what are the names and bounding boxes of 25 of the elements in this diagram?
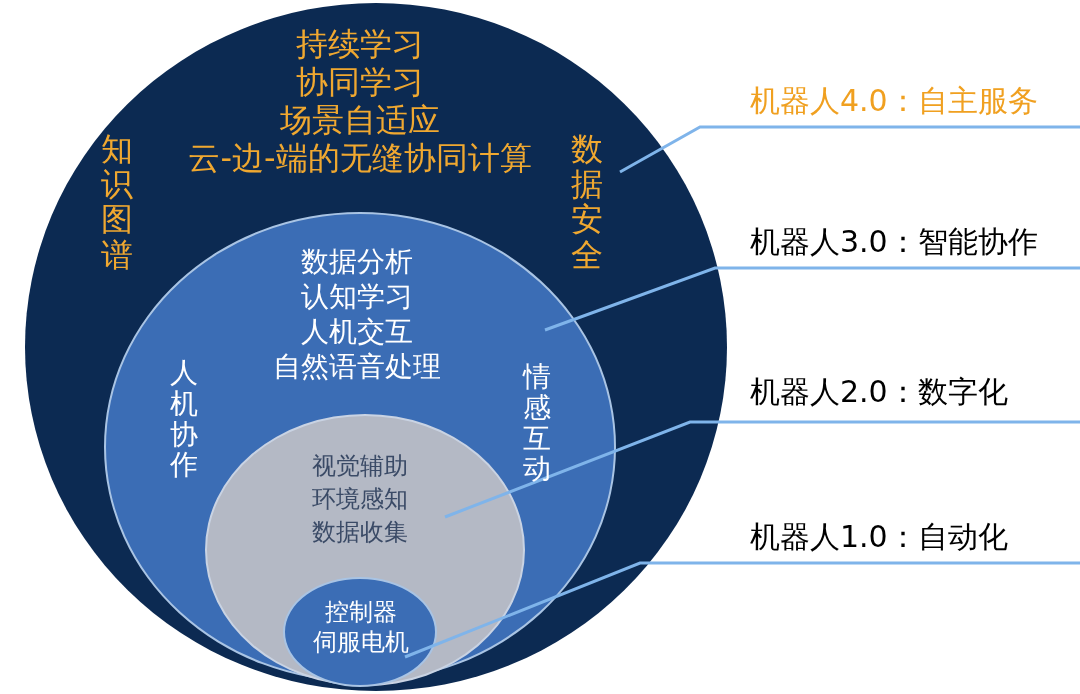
text-line: 人机交互 [301,314,413,349]
vertical-text: 情感互动 [523,362,551,486]
text-line: 云-边-端的无缝协同计算 [188,138,532,178]
text-line: 控制器 [325,597,397,627]
stage-label: 机器人4.0：自主服务 [750,82,1038,120]
leader-line [404,561,1080,659]
text-line: 视觉辅助 [312,451,408,481]
stage-label: 机器人1.0：自动化 [750,518,1008,556]
text-line: 场景自适应 [280,100,440,140]
text-line: 协同学习 [296,62,424,102]
text-line: 持续学习 [296,24,424,64]
leader-line [619,125,1080,174]
leader-line [544,266,1080,332]
text-line: 环境感知 [312,484,408,514]
text-line: 自然语音处理 [273,349,441,384]
vertical-text: 知识图谱 [101,132,133,273]
vertical-text: 人机协作 [170,358,198,482]
text-line: 认知学习 [301,279,413,314]
stage-label: 机器人3.0：智能协作 [750,223,1038,261]
text-line: 伺服电机 [313,627,409,657]
leader-line [444,420,1080,519]
text-line: 数据分析 [301,244,413,279]
stage-label: 机器人2.0：数字化 [750,373,1008,411]
vertical-text: 数据安全 [571,132,603,273]
text-line: 数据收集 [312,517,408,547]
